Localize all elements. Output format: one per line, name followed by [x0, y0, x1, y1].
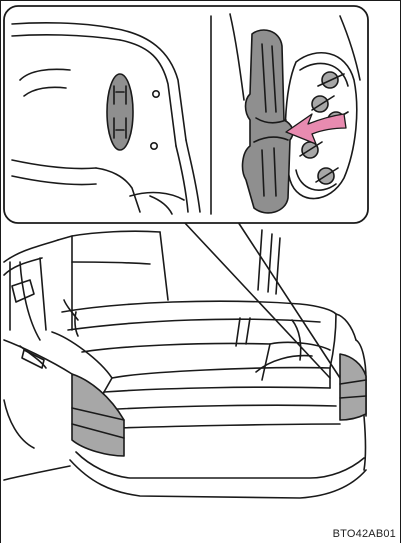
left-tail-lamp: [72, 374, 124, 456]
figure-code: BTO42AB01: [333, 528, 396, 540]
car-body: [4, 230, 366, 498]
callout-lines: [184, 222, 340, 378]
right-tail-lamp: [340, 354, 366, 420]
